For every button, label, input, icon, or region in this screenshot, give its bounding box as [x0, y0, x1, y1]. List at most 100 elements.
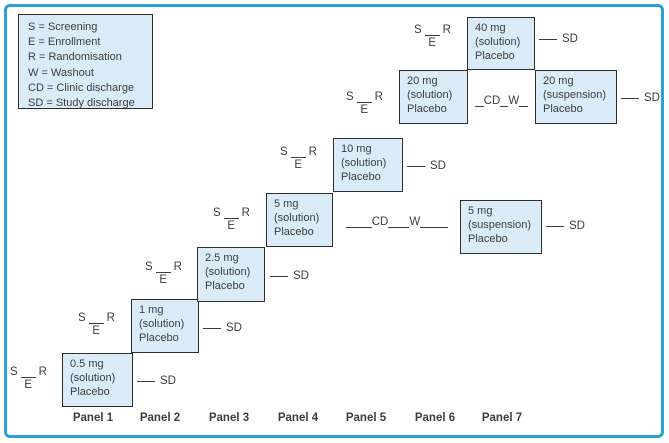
study-discharge-marker-panel5: SD — [407, 159, 446, 173]
ser-connector-line — [356, 100, 372, 103]
formulation-label: (solution) — [341, 156, 387, 169]
dose-label: 5 mg — [274, 198, 299, 210]
randomisation-label: R — [308, 146, 317, 158]
clinic-discharge-washout-connector-panel4: CD W — [335, 214, 459, 228]
randomisation-label: R — [241, 207, 250, 219]
placebo-label: Placebo — [407, 102, 447, 115]
formulation-label: (solution) — [475, 35, 521, 48]
ser-connector-line — [155, 270, 171, 273]
study-discharge-marker-20mg-suspension: SD — [621, 91, 660, 105]
ser-marker-panel7: S R E — [414, 24, 451, 49]
enrollment-label: E — [92, 325, 100, 337]
dose-label: 5 mg — [468, 205, 493, 217]
screening-label: S — [280, 146, 288, 158]
legend-clinic-discharge: CD = Clinic discharge — [28, 81, 135, 94]
study-discharge-label: SD — [569, 220, 585, 232]
sd-connector-line — [539, 38, 557, 40]
sd-connector-line — [407, 165, 425, 167]
legend-screening: S = Screening — [28, 21, 98, 33]
study-discharge-marker-panel2: SD — [203, 321, 242, 335]
ser-marker-panel1: S R E — [10, 366, 47, 391]
sd-connector-line — [270, 275, 288, 277]
connector-line — [420, 225, 449, 228]
randomisation-label: R — [374, 91, 383, 103]
washout-label: W — [508, 95, 520, 107]
ser-connector-line — [290, 155, 306, 158]
panel-3-label: Panel 3 — [208, 412, 250, 424]
ser-marker-panel6: S R E — [346, 91, 383, 116]
sd-connector-line — [137, 380, 155, 382]
dose-box-1mg: 1 mg (solution) Placebo — [131, 299, 199, 353]
enrollment-label: E — [360, 104, 368, 116]
dose-label: 20 mg — [543, 75, 574, 87]
placebo-label: Placebo — [468, 232, 508, 245]
dose-box-10mg: 10 mg (solution) Placebo — [333, 138, 403, 192]
dose-label: 40 mg — [475, 22, 506, 34]
randomisation-label: R — [442, 24, 451, 36]
placebo-label: Placebo — [139, 331, 179, 344]
legend-enrollment: E = Enrollment — [28, 36, 101, 49]
study-discharge-label: SD — [160, 375, 176, 387]
legend-washout: W = Washout — [28, 66, 94, 79]
panel-7-label: Panel 7 — [481, 412, 523, 424]
screening-label: S — [10, 366, 18, 378]
placebo-label: Placebo — [341, 170, 381, 183]
ser-connector-line — [88, 321, 104, 324]
screening-label: S — [213, 207, 221, 219]
connector-line — [519, 104, 529, 107]
connector-line — [474, 104, 484, 107]
study-discharge-label: SD — [430, 160, 446, 172]
enrollment-label: E — [24, 379, 32, 391]
formulation-label: (solution) — [274, 211, 320, 224]
screening-label: S — [414, 24, 422, 36]
dose-box-20mg-suspension: 20 mg (suspension) Placebo — [535, 70, 617, 124]
clinic-discharge-washout-connector-panel6: CD W — [469, 93, 534, 107]
enrollment-label: E — [159, 274, 167, 286]
panel-4-label: Panel 4 — [277, 412, 319, 424]
washout-label: W — [409, 216, 421, 228]
dose-box-0-5mg: 0.5 mg (solution) Placebo — [62, 353, 133, 407]
ser-connector-line — [223, 216, 239, 219]
dose-label: 1 mg — [139, 304, 164, 316]
placebo-label: Placebo — [205, 279, 245, 292]
placebo-label: Placebo — [475, 49, 515, 62]
panel-2-label: Panel 2 — [139, 412, 181, 424]
legend-randomisation: R = Randomisation — [28, 51, 122, 64]
ser-marker-panel3: S R E — [145, 261, 182, 286]
dose-box-40mg: 40 mg (solution) Placebo — [467, 17, 535, 70]
legend-box: S = Screening E = Enrollment R = Randomi… — [18, 14, 153, 109]
connector-line — [500, 104, 509, 107]
study-discharge-label: SD — [644, 92, 660, 104]
study-discharge-marker-panel1: SD — [137, 374, 176, 388]
study-discharge-marker-5mg-suspension: SD — [546, 219, 585, 233]
ser-marker-panel4: S R E — [213, 207, 250, 232]
ser-marker-panel2: S R E — [78, 312, 115, 337]
placebo-label: Placebo — [543, 102, 583, 115]
panel-6-label: Panel 6 — [414, 412, 456, 424]
dose-label: 2.5 mg — [205, 252, 239, 264]
study-discharge-marker-panel3: SD — [270, 269, 309, 283]
figure-border — [4, 4, 664, 438]
study-discharge-label: SD — [293, 270, 309, 282]
clinic-discharge-label: CD — [483, 95, 501, 107]
dose-label: 20 mg — [407, 75, 438, 87]
ser-marker-panel5: S R E — [280, 146, 317, 171]
enrollment-label: E — [428, 37, 436, 49]
clinic-discharge-label: CD — [371, 216, 389, 228]
formulation-label: (solution) — [139, 317, 185, 330]
connector-line — [388, 225, 410, 228]
formulation-label: (suspension) — [468, 218, 531, 231]
screening-label: S — [346, 91, 354, 103]
dose-label: 10 mg — [341, 143, 372, 155]
legend-study-discharge: SD = Study discharge — [28, 97, 135, 110]
study-discharge-label: SD — [562, 33, 578, 45]
dose-box-20mg-solution: 20 mg (solution) Placebo — [399, 70, 468, 124]
panel-5-label: Panel 5 — [345, 412, 387, 424]
screening-label: S — [78, 312, 86, 324]
connector-line — [345, 225, 372, 228]
formulation-label: (solution) — [70, 371, 116, 384]
dose-label: 0.5 mg — [70, 358, 104, 370]
ser-connector-line — [20, 375, 36, 378]
sd-connector-line — [546, 225, 564, 227]
